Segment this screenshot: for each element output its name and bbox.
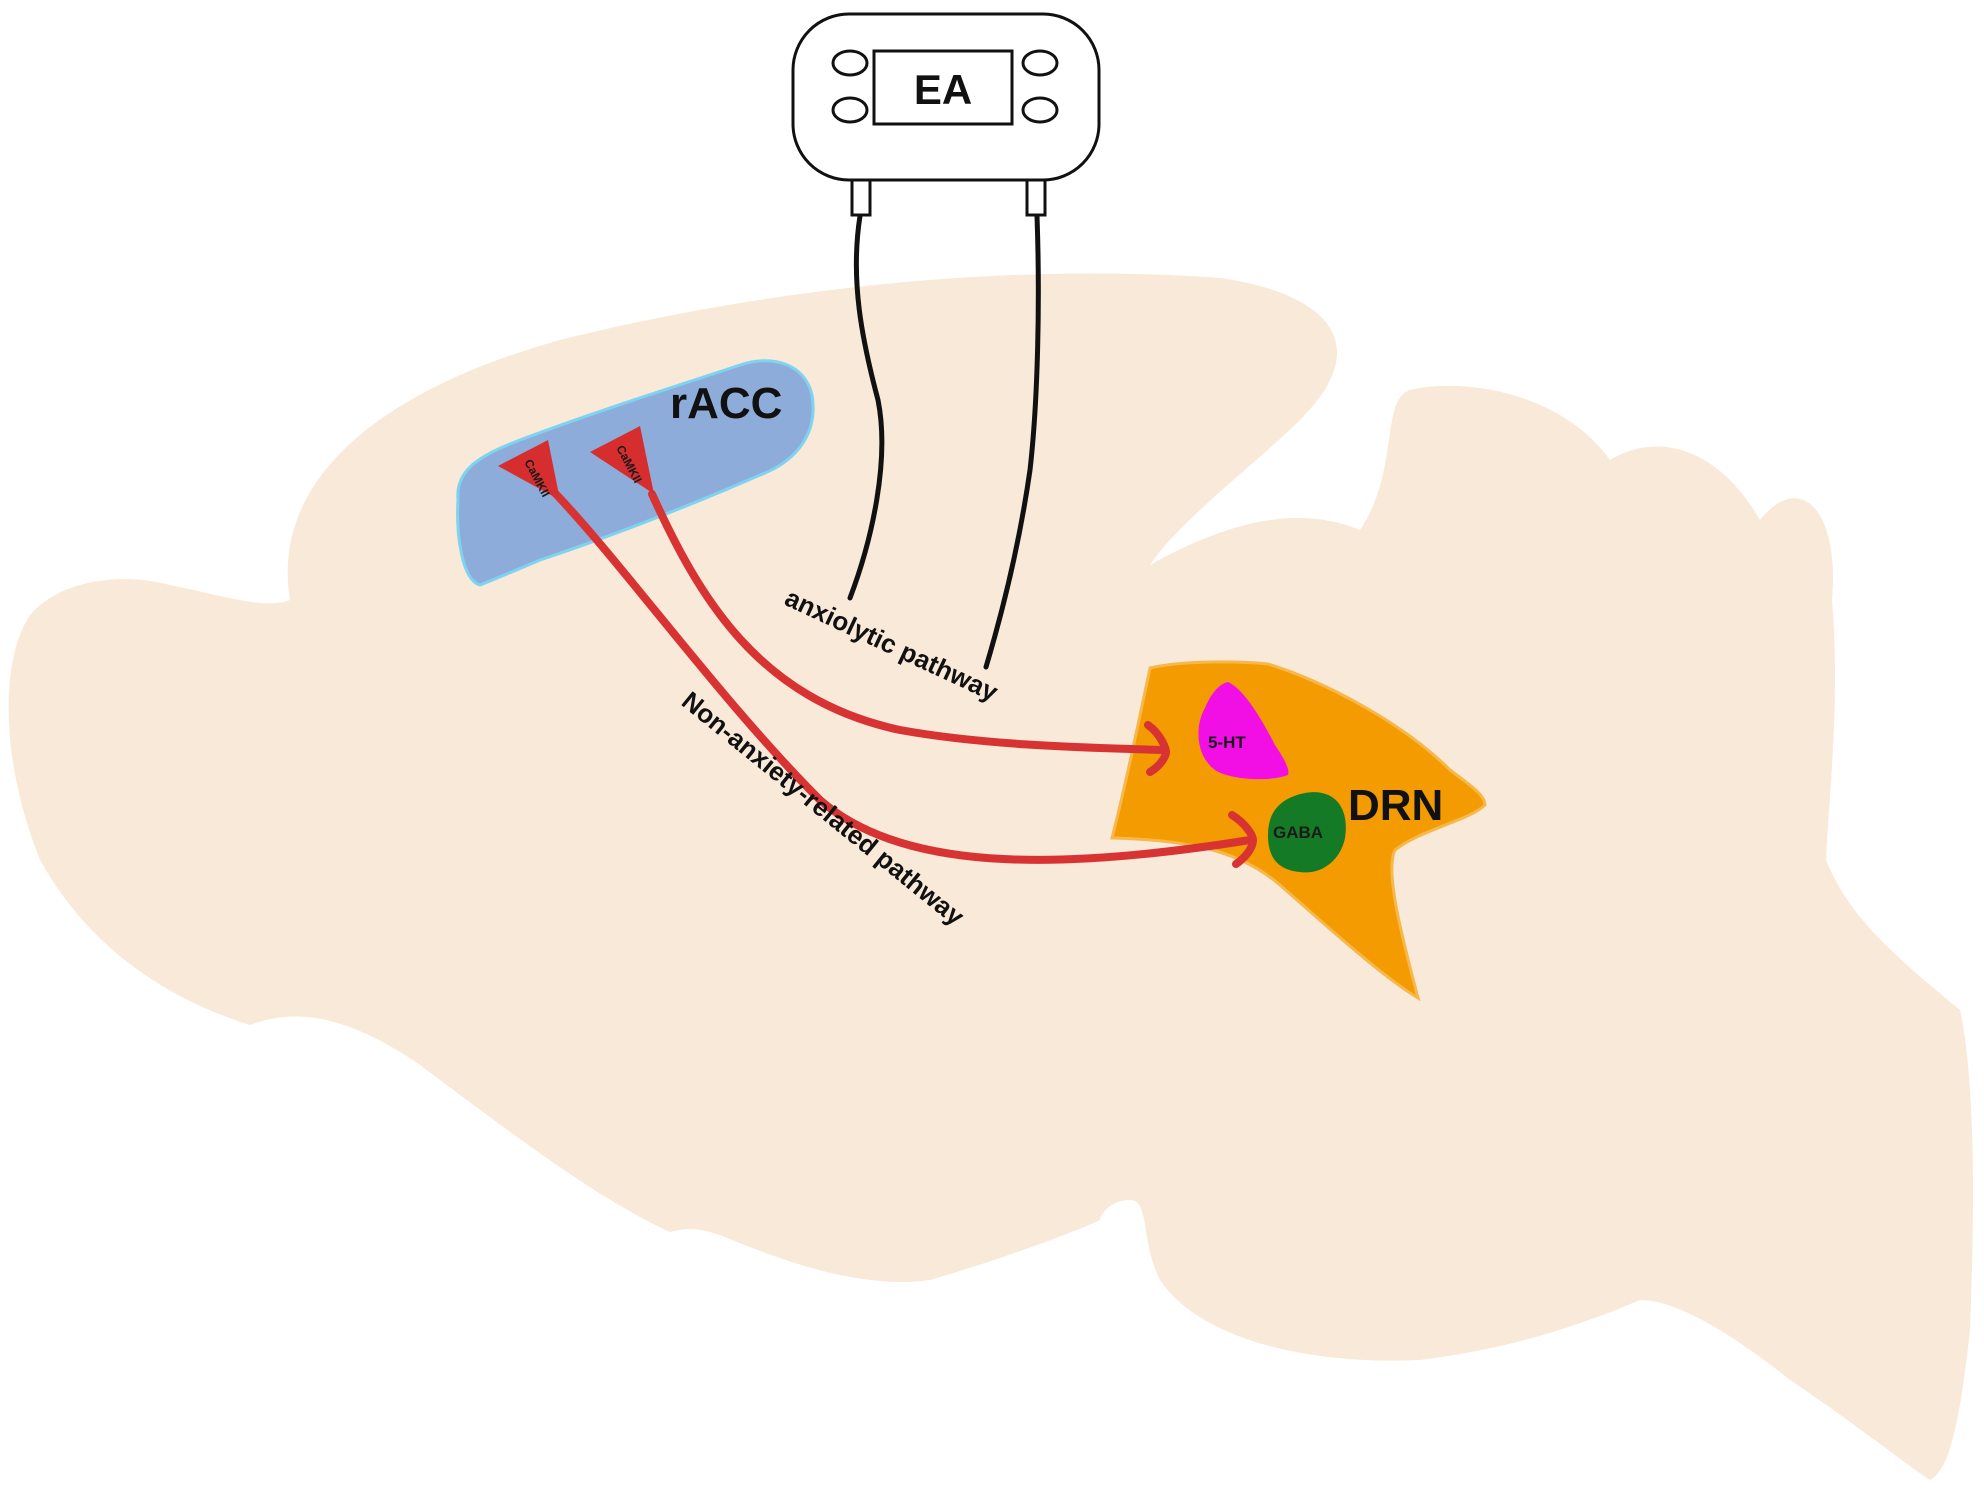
ea-button-top-right — [1021, 49, 1059, 77]
camkii-neuron-1 — [498, 440, 560, 500]
ea-wire-right — [983, 213, 1041, 670]
drn-label: DRN — [1348, 781, 1443, 830]
non-anxiety-pathway-line — [548, 486, 1254, 864]
gaba-label: GABA — [1273, 823, 1323, 842]
ea-button-bottom-right — [1021, 96, 1059, 124]
anxiolytic-synapse — [1144, 721, 1171, 776]
anxiolytic-pathway-line — [648, 490, 1166, 754]
serotonin-neuron — [1198, 682, 1289, 780]
brain-silhouette — [8, 273, 1973, 1481]
camkii-neuron-2 — [590, 426, 654, 494]
racc-label: rACC — [670, 379, 782, 428]
ea-connector-left — [850, 178, 872, 217]
ea-display — [872, 49, 1014, 126]
ea-wire-left — [847, 213, 885, 601]
ea-button-top-left — [831, 49, 869, 77]
gaba-neuron — [1268, 792, 1346, 873]
ea-label: EA — [914, 66, 972, 113]
ea-button-bottom-left — [831, 96, 869, 124]
serotonin-label: 5-HT — [1208, 733, 1246, 752]
non-anxiety-synapse — [1228, 811, 1258, 868]
ea-connector-right — [1025, 178, 1047, 217]
